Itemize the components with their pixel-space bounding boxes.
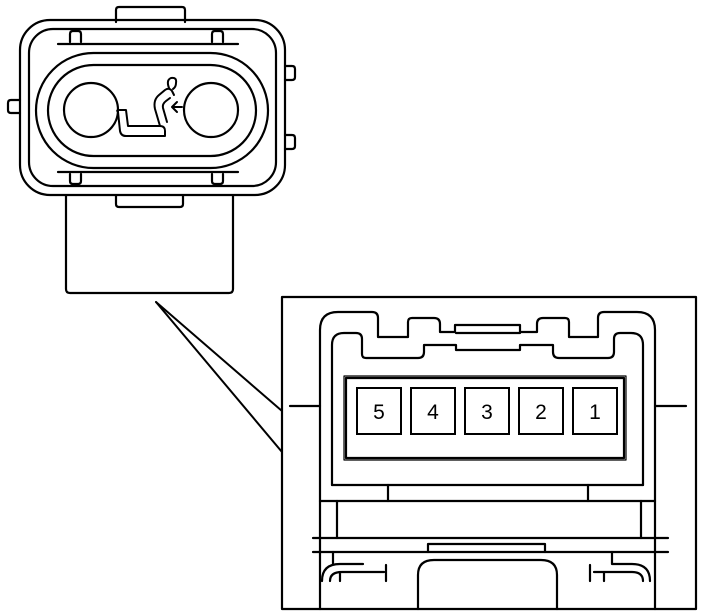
terminal-pin-cavity	[410, 387, 456, 435]
bottom-clip-left	[68, 172, 83, 186]
top-clip-right	[210, 29, 225, 44]
right-side-nub-upper	[283, 64, 297, 82]
connector-housing-inner	[27, 27, 278, 188]
left-side-nub	[6, 98, 22, 115]
detail-leader-lines	[155, 301, 283, 453]
bottom-clip-detail-center	[416, 542, 559, 611]
top-clip-left	[68, 29, 83, 44]
right-side-nub-lower	[283, 133, 297, 151]
terminal-pin-label: 3	[481, 401, 493, 424]
terminal-pin-cavity	[518, 387, 564, 435]
terminal-cavity-right	[182, 81, 240, 139]
terminal-pin-label: 1	[589, 401, 601, 424]
cable-housing	[64, 194, 235, 295]
terminal-pin-cavity	[572, 387, 618, 435]
terminal-pin-row: 5 4 3 2 1	[356, 387, 618, 435]
terminal-pin-label: 2	[535, 401, 547, 424]
connector-end-inner	[330, 331, 645, 487]
connector-end-outer	[318, 310, 657, 503]
terminal-pin: 5	[356, 387, 402, 435]
terminal-pin-label: 4	[427, 401, 439, 424]
bottom-clip-detail-right	[588, 550, 652, 583]
terminal-pin: 4	[410, 387, 456, 435]
bottom-latch-tab	[114, 194, 185, 209]
top-latch-tab	[114, 5, 187, 24]
terminal-pin-cavity	[356, 387, 402, 435]
bottom-clip-detail-left	[320, 550, 388, 583]
seat-heater-icon	[116, 76, 183, 137]
terminal-pin: 3	[464, 387, 510, 435]
pin-block	[344, 376, 626, 460]
sealing-face-outer	[34, 51, 270, 170]
sealing-face-inner	[46, 63, 258, 158]
pin-block-inner	[343, 375, 627, 461]
connector-housing-outer	[18, 18, 287, 197]
terminal-pin: 2	[518, 387, 564, 435]
bottom-clip-right	[210, 172, 225, 186]
detail-frame	[280, 295, 698, 611]
terminal-cavity-left	[62, 81, 120, 139]
terminal-pin: 1	[572, 387, 618, 435]
connector-face-view	[6, 5, 297, 295]
terminal-detail-view	[280, 295, 698, 611]
terminal-pin-cavity	[464, 387, 510, 435]
terminal-pin-label: 5	[373, 401, 385, 424]
